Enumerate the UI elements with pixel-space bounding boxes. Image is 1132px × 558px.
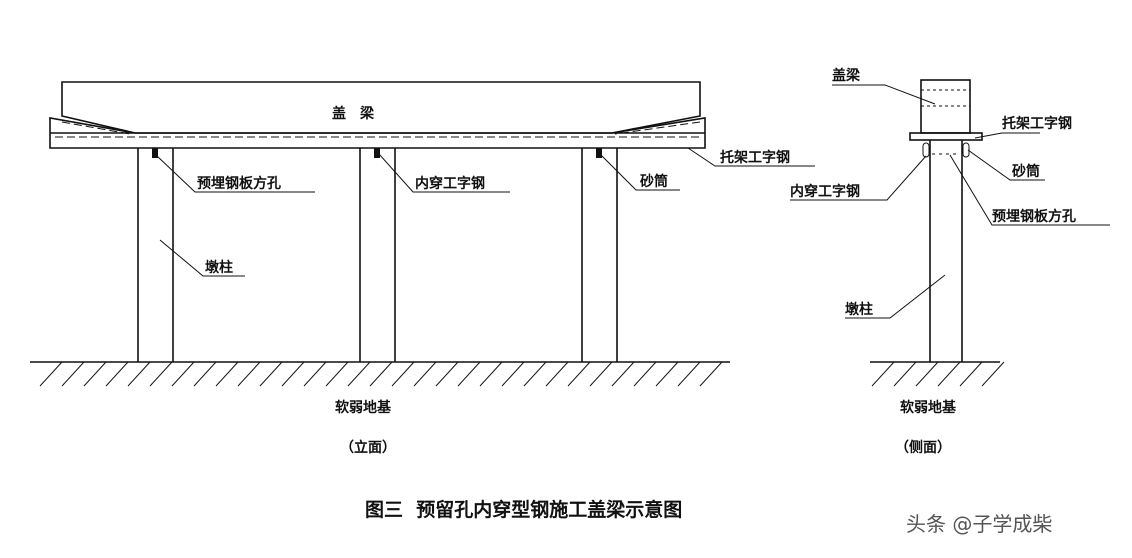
label-through-i-beam: 内穿工字钢 [415,175,485,192]
label-cap-beam: 盖梁 [332,105,388,122]
hatch-line [39,361,63,387]
view-label-side: （侧面） [895,439,951,456]
hatch-line [981,361,1005,387]
pier-column-side [929,140,963,362]
hatch-line [677,361,701,387]
hatch-line [699,361,723,387]
hatch-line [479,361,503,387]
hatch-line [193,361,217,387]
sand-cylinder-left [922,142,930,158]
label-through-i-beam-side: 内穿工字钢 [790,183,860,200]
label-pier-column: 墩柱 [205,259,233,276]
hatch-line [303,361,327,387]
hatch-line [259,361,283,387]
label-cap-beam-side: 盖梁 [832,67,861,84]
label-pier-column-side: 墩柱 [845,301,873,318]
watermark: 头条 @子学成柴 [906,512,1052,536]
sand-cylinders [152,148,602,158]
elevation-view: 盖梁 预埋钢板方孔 内穿工字钢 砂筒 托架工字钢 墩柱 软弱地基 （立面） [30,81,815,456]
hatch-line [871,361,895,387]
hatch-line [523,361,547,387]
pier-columns [137,148,618,362]
label-soft-foundation: 软弱地基 [335,399,392,416]
hatch-line [281,361,305,387]
hatch-line [915,361,939,387]
label-bracket-i-beam: 托架工字钢 [720,149,790,166]
hatch-line [611,361,635,387]
hatch-line [369,361,393,387]
hatch-line [149,361,173,387]
hatch-line [237,361,261,387]
hatch-line [325,361,349,387]
sand-cylinder-right [962,142,970,158]
hatch-line [589,361,613,387]
bracket-i-beam [49,117,706,149]
label-sand-cylinder: 砂筒 [639,173,668,190]
hatch-line [655,361,679,387]
hatch-line [893,361,917,387]
side-view: 盖梁 托架工字钢 砂筒 内穿工字钢 预埋钢板方孔 墩柱 软弱地基 （侧面） [790,67,1110,456]
hatch-line [457,361,481,387]
label-soft-foundation-side: 软弱地基 [900,399,957,416]
hatch-line [391,361,415,387]
hatch-line [105,361,129,387]
ground-hatch-side [871,361,1005,387]
hatch-line [171,361,195,387]
hatch-line [633,361,657,387]
label-bracket-i-beam-side: 托架工字钢 [1002,115,1072,132]
hatch-line [959,361,983,387]
bracket-i-beam-section [909,132,983,141]
hatch-line [937,361,961,387]
hatch-line [347,361,371,387]
hatch-line [545,361,569,387]
figure-caption: 图三 预留孔内穿型钢施工盖梁示意图 [365,498,682,521]
bracket-diagonal [61,121,701,135]
hatch-line [567,361,591,387]
label-embedded-plate-hole-side: 预埋钢板方孔 [992,208,1076,225]
hatch-line [435,361,459,387]
hatch-line [83,361,107,387]
hatch-line [215,361,239,387]
view-label-elevation: （立面） [340,439,396,456]
hatch-line [61,361,85,387]
hatch-line [413,361,437,387]
label-embedded-plate-hole: 预埋钢板方孔 [197,175,281,192]
hatch-line [127,361,151,387]
ground-hatch [39,361,723,387]
label-sand-cylinder-side: 砂筒 [1011,163,1040,180]
hatch-line [501,361,525,387]
